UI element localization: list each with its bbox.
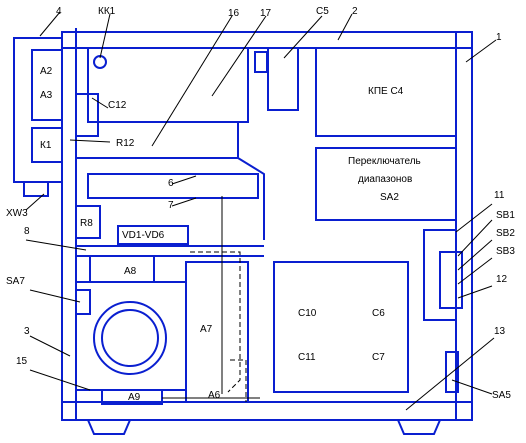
vd-block	[117, 225, 189, 245]
label-sa5: SA5	[492, 390, 511, 401]
label-sa7: SA7	[6, 276, 25, 287]
block-16	[87, 47, 249, 123]
c5-coil	[254, 51, 268, 73]
label-r12: R12	[116, 138, 135, 149]
leader-2	[337, 13, 353, 41]
label-xw3: XW3	[6, 208, 28, 219]
leader-15	[29, 369, 91, 391]
label-c6: С6	[372, 308, 385, 319]
side-box	[13, 37, 63, 183]
label-kk1: КК1	[98, 6, 116, 17]
label-a7: А7	[200, 324, 213, 335]
label-13: 13	[494, 326, 506, 337]
xw3-connector	[23, 181, 49, 197]
label-switch-3: SA2	[380, 192, 399, 203]
a7-module	[185, 261, 249, 403]
label-c12: С12	[108, 100, 127, 111]
label-c10: С10	[298, 308, 317, 319]
a2-a3-module	[31, 49, 63, 121]
label-c7: С7	[372, 352, 385, 363]
label-17: 17	[260, 8, 272, 19]
leader-11	[455, 203, 493, 233]
leader-8	[25, 239, 87, 251]
kpe-c4	[315, 47, 457, 137]
channel-16	[237, 157, 265, 240]
label-kpe-c4: КПЕ С4	[368, 86, 404, 97]
sa7-switch	[75, 289, 91, 315]
leader-c5	[283, 15, 323, 59]
label-switch-1: Переключатель	[348, 156, 421, 167]
band-switch	[315, 147, 457, 221]
leader-4	[39, 11, 61, 37]
leader-13	[405, 337, 495, 411]
chassis-frame	[61, 31, 473, 421]
coil-outer	[93, 301, 167, 375]
label-a3: А3	[40, 90, 53, 101]
leader-16	[151, 15, 233, 147]
shelf-6	[87, 173, 259, 199]
leader-sb1	[457, 219, 493, 257]
label-a9: А9	[128, 392, 141, 403]
label-4: 4	[56, 6, 62, 17]
label-11: 11	[494, 190, 505, 201]
label-3: 3	[24, 326, 30, 337]
label-a6: А6	[208, 390, 221, 401]
label-6: 6	[168, 178, 174, 189]
label-vd: VD1-VD6	[122, 230, 165, 241]
capacitor-bank	[273, 261, 409, 393]
leader-17	[211, 15, 267, 97]
foot-left	[87, 419, 131, 435]
label-12: 12	[496, 274, 508, 285]
button-panel	[423, 229, 457, 321]
label-c11: С11	[298, 352, 316, 363]
label-sb1: SB1	[496, 210, 515, 221]
leader-sa7	[29, 289, 81, 303]
leader-c12	[91, 97, 109, 109]
leader-7	[171, 197, 197, 207]
r8-resistor	[75, 205, 101, 239]
coil-inner	[101, 309, 159, 367]
leader-6	[171, 175, 197, 185]
leader-3	[29, 335, 71, 357]
leader-sb3	[457, 257, 493, 285]
c5-capacitor	[267, 47, 299, 111]
label-r8: R8	[80, 218, 93, 229]
label-2: 2	[352, 6, 358, 17]
label-k1: К1	[40, 140, 52, 151]
leader-kk1	[99, 13, 111, 59]
label-a2: А2	[40, 66, 53, 77]
leader-12	[457, 285, 493, 299]
sb-buttons	[439, 251, 463, 309]
a9-module	[101, 389, 163, 405]
label-16: 16	[228, 8, 240, 19]
a8-module	[89, 255, 155, 283]
label-c5: С5	[316, 6, 329, 17]
label-sb3: SB3	[496, 246, 515, 257]
leader-xw3	[25, 193, 45, 211]
c12-module	[75, 93, 99, 137]
leader-r12	[69, 139, 111, 143]
leader-sb2	[457, 239, 493, 271]
label-switch-2: диапазонов	[358, 174, 413, 185]
label-sb2: SB2	[496, 228, 515, 239]
sa5-switch	[445, 351, 459, 393]
dashed-wire-2	[230, 359, 247, 402]
label-a8: А8	[124, 266, 137, 277]
label-7: 7	[168, 200, 174, 211]
k1-module	[31, 127, 63, 163]
leader-1	[465, 39, 497, 63]
label-1: 1	[496, 32, 502, 43]
leader-sa5	[451, 379, 493, 395]
label-8: 8	[24, 226, 30, 237]
label-15: 15	[16, 356, 28, 367]
partition	[75, 122, 239, 159]
dashed-wire-1	[190, 251, 241, 393]
foot-right	[397, 419, 441, 435]
